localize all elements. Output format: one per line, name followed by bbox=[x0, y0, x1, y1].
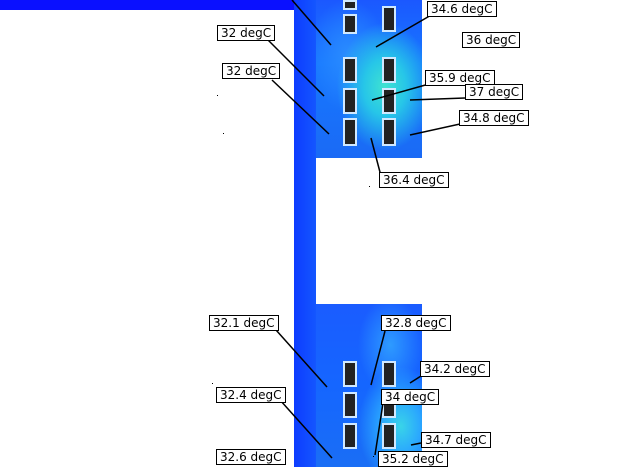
temp-label-37: 37 degC bbox=[465, 84, 524, 100]
temp-label-34-2: 34.2 degC bbox=[420, 361, 490, 377]
upper-board-3 bbox=[382, 6, 396, 32]
temp-label-32-b: 32 degC bbox=[222, 63, 281, 79]
leader-342 bbox=[409, 375, 422, 384]
probe-dot bbox=[217, 95, 218, 96]
top-airflow-band bbox=[0, 0, 300, 10]
upper-board-2 bbox=[343, 14, 357, 34]
temp-label-32-a: 32 degC bbox=[217, 25, 276, 41]
upper-board-5 bbox=[382, 57, 396, 83]
temp-label-35-9: 35.9 degC bbox=[425, 70, 495, 86]
probe-dot bbox=[223, 133, 224, 134]
temp-label-34: 34 degC bbox=[381, 389, 440, 405]
temp-label-34-8: 34.8 degC bbox=[459, 110, 529, 126]
leader-347 bbox=[410, 442, 422, 446]
temp-label-35-2: 35.2 degC bbox=[378, 451, 448, 467]
temp-label-32-8: 32.8 degC bbox=[381, 315, 451, 331]
leader-324 bbox=[279, 399, 333, 459]
temp-label-36-4: 36.4 degC bbox=[379, 172, 449, 188]
upper-board-1 bbox=[343, 0, 357, 10]
lower-board-2 bbox=[382, 361, 396, 387]
leader-348 bbox=[409, 123, 461, 136]
temp-label-32-4: 32.4 degC bbox=[216, 387, 286, 403]
lower-board-3 bbox=[343, 392, 357, 418]
leader-37 bbox=[409, 97, 466, 101]
leader-34 bbox=[374, 402, 384, 456]
leader-top-left bbox=[291, 0, 332, 46]
leader-328 bbox=[370, 330, 386, 386]
probe-dot bbox=[212, 383, 213, 384]
probe-dot bbox=[373, 456, 374, 457]
leader-32a bbox=[267, 39, 325, 97]
lower-enclosure-thermal-map bbox=[316, 304, 422, 467]
upper-enclosure-thermal-map bbox=[316, 0, 422, 158]
lower-board-5 bbox=[343, 423, 357, 449]
temp-label-32-6: 32.6 degC bbox=[216, 449, 286, 465]
upper-board-8 bbox=[343, 118, 357, 146]
upper-board-4 bbox=[343, 57, 357, 83]
lower-board-1 bbox=[343, 361, 357, 387]
temp-label-34-6: 34.6 degC bbox=[427, 1, 497, 17]
leader-321 bbox=[275, 329, 328, 388]
leader-359 bbox=[371, 83, 430, 101]
lower-board-6 bbox=[382, 423, 396, 449]
temp-label-34-7: 34.7 degC bbox=[421, 432, 491, 448]
temp-label-36: 36 degC bbox=[462, 32, 521, 48]
upper-board-9 bbox=[382, 118, 396, 146]
leader-346 bbox=[375, 13, 434, 48]
leader-364 bbox=[370, 137, 382, 177]
upper-board-6 bbox=[343, 88, 357, 114]
probe-dot bbox=[369, 186, 370, 187]
temp-label-32-1: 32.1 degC bbox=[209, 315, 279, 331]
leader-32b bbox=[271, 79, 330, 135]
